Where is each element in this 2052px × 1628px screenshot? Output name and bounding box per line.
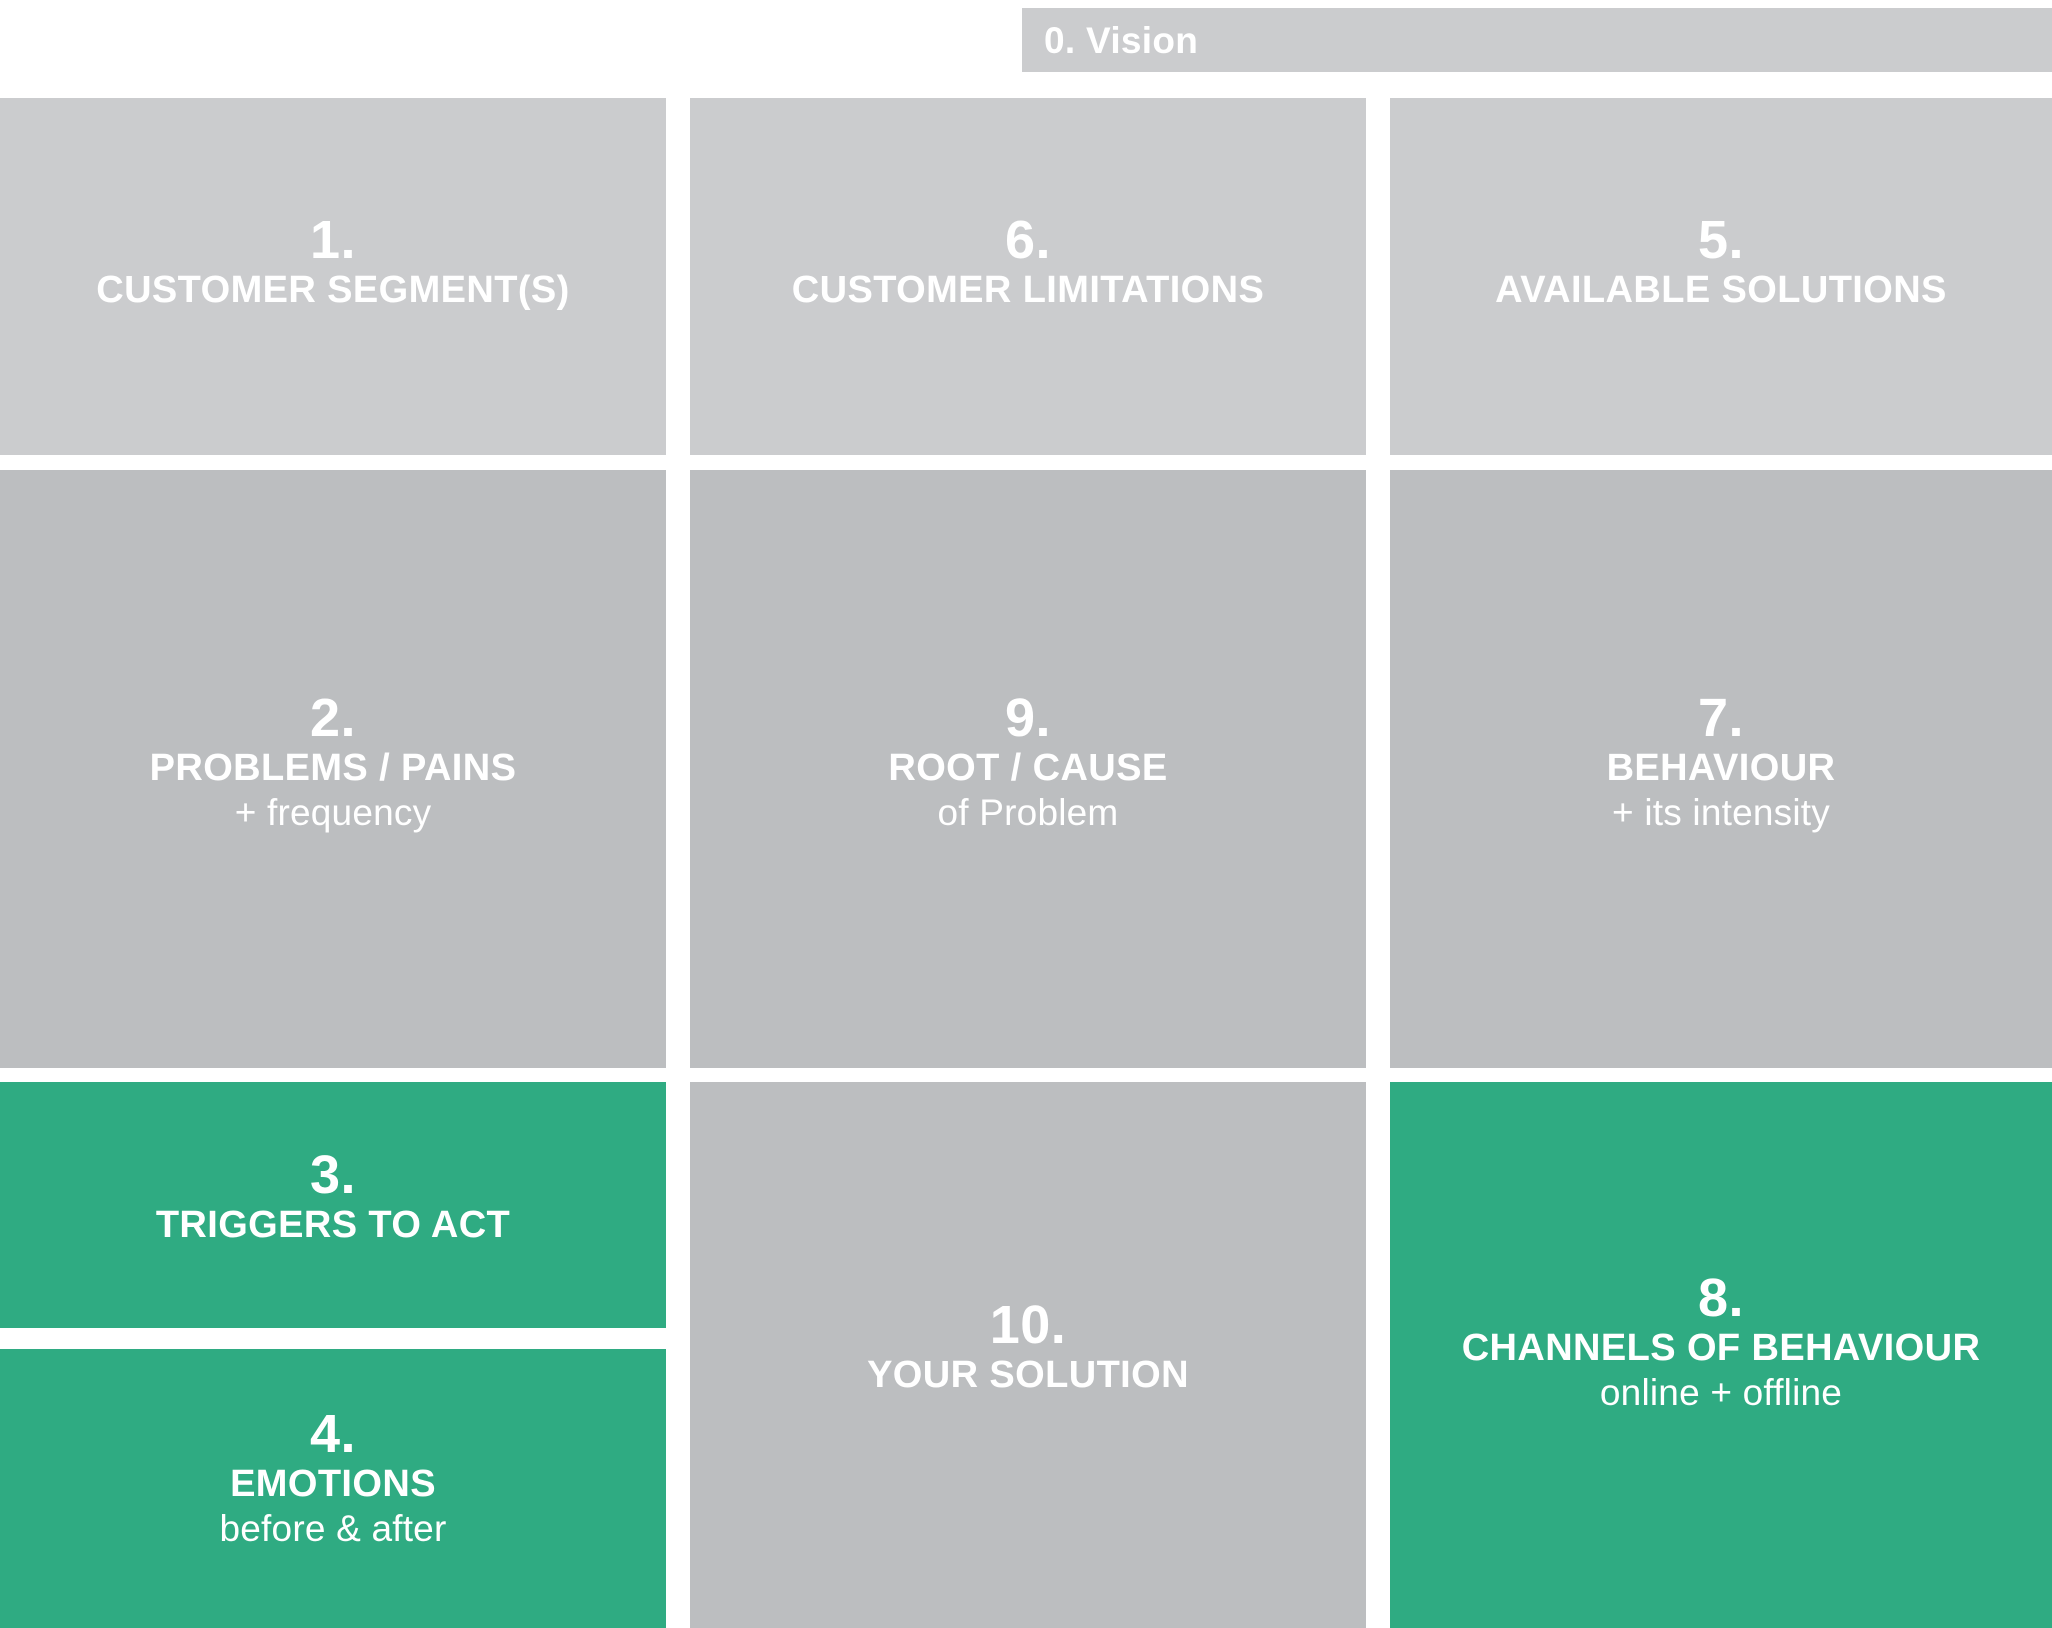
canvas-block-customer-segments[interactable]: 1. CUSTOMER SEGMENT(S) xyxy=(0,98,666,455)
canvas-block-root-cause[interactable]: 9. ROOT / CAUSE of Problem xyxy=(690,470,1366,1068)
block-number: 3. xyxy=(309,1144,357,1205)
canvas-block-available-solutions[interactable]: 5. AVAILABLE SOLUTIONS xyxy=(1390,98,2052,455)
block-subtitle: online + offline xyxy=(1599,1372,1843,1414)
vision-title: 0. Vision xyxy=(1044,19,1199,61)
block-label: ROOT / CAUSE xyxy=(888,747,1168,790)
block-number: 10. xyxy=(989,1294,1067,1355)
block-subtitle: before & after xyxy=(219,1507,447,1549)
canvas-block-your-solution[interactable]: 10. YOUR SOLUTION xyxy=(690,1082,1366,1628)
block-text-stack: 5. AVAILABLE SOLUTIONS xyxy=(1495,212,1947,313)
block-number: 8. xyxy=(1697,1268,1745,1329)
block-text-stack: 9. ROOT / CAUSE of Problem xyxy=(888,690,1167,835)
block-label: EMOTIONS xyxy=(230,1462,436,1505)
block-label: CHANNELS OF BEHAVIOUR xyxy=(1461,1327,1981,1370)
block-label: CUSTOMER SEGMENT(S) xyxy=(96,269,570,312)
block-text-stack: 6. CUSTOMER LIMITATIONS xyxy=(792,212,1264,313)
block-number: 9. xyxy=(1004,688,1052,749)
vision-header-bar[interactable]: 0. Vision xyxy=(1022,8,2052,72)
canvas-block-triggers-to-act[interactable]: 3. TRIGGERS TO ACT xyxy=(0,1082,666,1328)
block-text-stack: 2. PROBLEMS / PAINS + frequency xyxy=(150,690,517,835)
block-label: AVAILABLE SOLUTIONS xyxy=(1495,269,1947,312)
block-text-stack: 1. CUSTOMER SEGMENT(S) xyxy=(96,212,569,313)
block-label: BEHAVIOUR xyxy=(1606,747,1836,790)
block-label: TRIGGERS TO ACT xyxy=(155,1203,511,1246)
block-number: 7. xyxy=(1697,688,1745,749)
block-subtitle: + frequency xyxy=(234,792,432,834)
block-label: YOUR SOLUTION xyxy=(867,1353,1189,1396)
block-text-stack: 3. TRIGGERS TO ACT xyxy=(155,1144,511,1248)
canvas-block-channels-of-behaviour[interactable]: 8. CHANNELS OF BEHAVIOUR online + offlin… xyxy=(1390,1082,2052,1628)
block-label: CUSTOMER LIMITATIONS xyxy=(791,269,1265,312)
canvas-block-behaviour[interactable]: 7. BEHAVIOUR + its intensity xyxy=(1390,470,2052,1068)
block-text-stack: 10. YOUR SOLUTION xyxy=(867,1294,1189,1398)
canvas-block-emotions[interactable]: 4. EMOTIONS before & after xyxy=(0,1349,666,1628)
block-number: 1. xyxy=(309,210,357,270)
block-number: 5. xyxy=(1697,210,1745,270)
block-number: 2. xyxy=(309,688,357,749)
block-text-stack: 8. CHANNELS OF BEHAVIOUR online + offlin… xyxy=(1462,1270,1981,1415)
block-text-stack: 4. EMOTIONS before & after xyxy=(220,1406,447,1551)
block-label: PROBLEMS / PAINS xyxy=(149,747,517,790)
canvas-block-customer-limitations[interactable]: 6. CUSTOMER LIMITATIONS xyxy=(690,98,1366,455)
canvas-block-problems-pains[interactable]: 2. PROBLEMS / PAINS + frequency xyxy=(0,470,666,1068)
block-subtitle: + its intensity xyxy=(1612,792,1830,834)
block-number: 4. xyxy=(309,1403,357,1464)
block-subtitle: of Problem xyxy=(937,792,1119,834)
block-number: 6. xyxy=(1004,210,1052,270)
block-text-stack: 7. BEHAVIOUR + its intensity xyxy=(1607,690,1836,835)
